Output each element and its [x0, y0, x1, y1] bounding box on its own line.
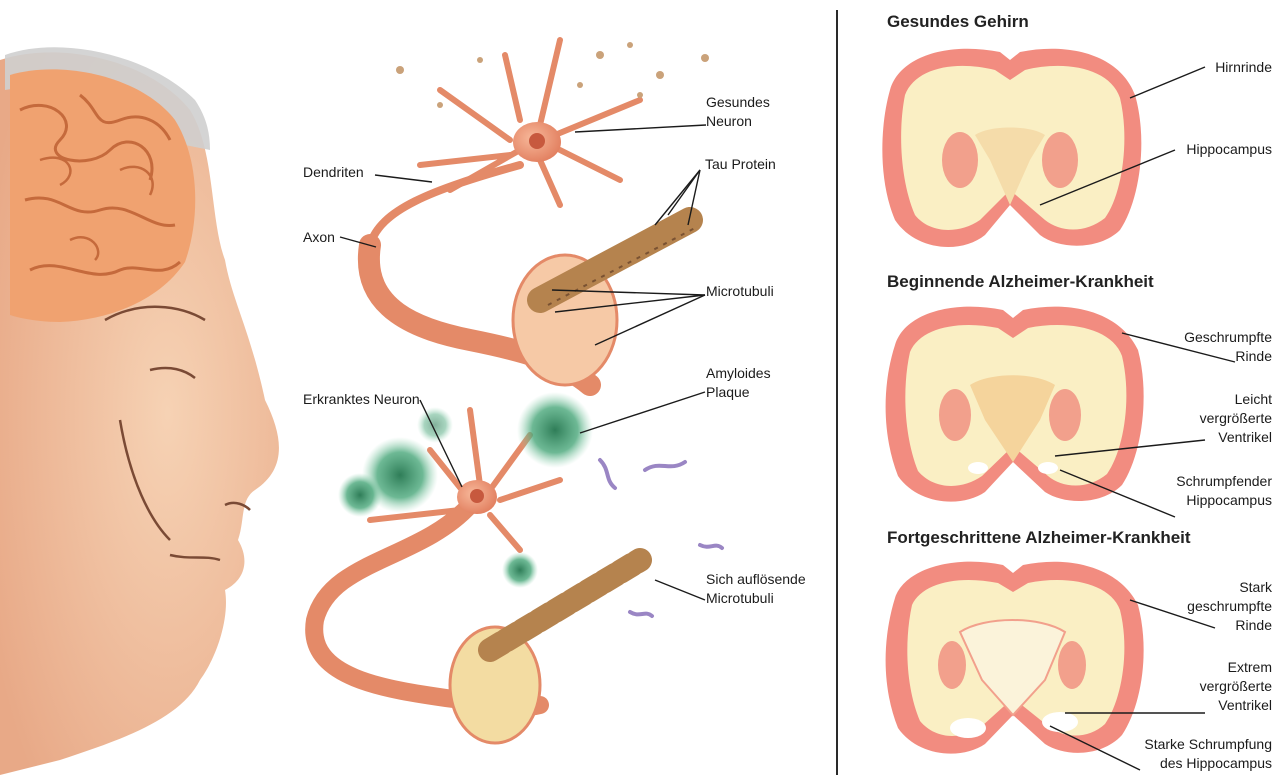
label-line: Schrumpfender	[1176, 472, 1272, 491]
label-line: Hirnrinde	[1215, 58, 1272, 77]
label-erkranktes-neuron: Erkranktes Neuron	[303, 390, 420, 409]
heading-fortgeschrittene-alzheimer: Fortgeschrittene Alzheimer-Krankheit	[887, 528, 1191, 548]
label-line: Plaque	[706, 383, 771, 402]
label-leicht-vergroesserte-ventrikel: Leicht vergrößerte Ventrikel	[1200, 390, 1272, 447]
diseased-neuron	[314, 410, 640, 743]
healthy-neuron	[369, 40, 695, 385]
brain-healthy	[882, 49, 1141, 247]
label-line: vergrößerte	[1200, 677, 1272, 696]
label-line: des Hippocampus	[1144, 754, 1272, 773]
heading-gesundes-gehirn: Gesundes Gehirn	[887, 12, 1029, 32]
label-line: Microtubuli	[706, 589, 806, 608]
label-stark-geschrumpfte-rinde: Stark geschrumpfte Rinde	[1187, 578, 1272, 635]
label-starke-schrumpfung-hippocampus: Starke Schrumpfung des Hippocampus	[1144, 735, 1272, 773]
label-tau-protein: Tau Protein	[705, 155, 776, 174]
label-dendriten: Dendriten	[303, 163, 364, 182]
label-line: Amyloides	[706, 364, 771, 383]
label-line: Stark	[1187, 578, 1272, 597]
label-line: Sich auflösende	[706, 570, 806, 589]
label-microtubuli: Microtubuli	[706, 282, 774, 301]
label-line: Hippocampus	[1176, 491, 1272, 510]
tau-fragments	[600, 460, 722, 616]
label-amyloides-plaque: Amyloides Plaque	[706, 364, 771, 402]
label-axon: Axon	[303, 228, 335, 247]
label-line: Rinde	[1184, 347, 1272, 366]
label-schrumpfender-hippocampus: Schrumpfender Hippocampus	[1176, 472, 1272, 510]
label-line: geschrumpfte	[1187, 597, 1272, 616]
label-hippocampus: Hippocampus	[1186, 140, 1272, 159]
label-line: Neuron	[706, 112, 770, 131]
label-geschrumpfte-rinde: Geschrumpfte Rinde	[1184, 328, 1272, 366]
label-line: Extrem	[1200, 658, 1272, 677]
label-line: Starke Schrumpfung	[1144, 735, 1272, 754]
label-line: Ventrikel	[1200, 696, 1272, 715]
label-line: Ventrikel	[1200, 428, 1272, 447]
brain-early	[886, 307, 1144, 502]
label-aufloesende-microtubuli: Sich auflösende Microtubuli	[706, 570, 806, 608]
label-line: Geschrumpfte	[1184, 328, 1272, 347]
label-line: Rinde	[1187, 616, 1272, 635]
label-line: Hippocampus	[1186, 140, 1272, 159]
brain-advanced	[886, 562, 1144, 754]
heading-beginnende-alzheimer: Beginnende Alzheimer-Krankheit	[887, 272, 1154, 292]
label-gesundes-neuron: Gesundes Neuron	[706, 93, 770, 131]
label-line: vergrößerte	[1200, 409, 1272, 428]
label-line: Gesundes	[706, 93, 770, 112]
label-extrem-vergroesserte-ventrikel: Extrem vergrößerte Ventrikel	[1200, 658, 1272, 715]
label-line: Leicht	[1200, 390, 1272, 409]
section-divider	[836, 10, 838, 775]
label-hirnrinde: Hirnrinde	[1215, 58, 1272, 77]
